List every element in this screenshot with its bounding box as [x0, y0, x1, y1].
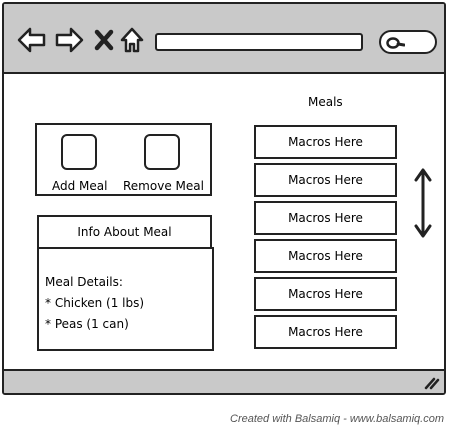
- add-meal-button[interactable]: [61, 134, 97, 170]
- meal-info-title: Info About Meal: [77, 225, 172, 239]
- search-icon: [386, 37, 405, 49]
- meal-actions-panel: Add Meal Remove Meal: [35, 123, 212, 196]
- meal-list-item-label: Macros Here: [288, 249, 363, 263]
- remove-meal-label: Remove Meal: [123, 179, 204, 193]
- meal-details-heading: Meal Details:: [45, 275, 123, 289]
- meal-list-item[interactable]: Macros Here: [254, 315, 397, 349]
- meal-info-header: Info About Meal: [37, 215, 212, 249]
- meal-list-item[interactable]: Macros Here: [254, 239, 397, 273]
- meal-list-item[interactable]: Macros Here: [254, 163, 397, 197]
- meal-list-item-label: Macros Here: [288, 173, 363, 187]
- meal-list-item-label: Macros Here: [288, 211, 363, 225]
- meal-detail-item: * Peas (1 can): [45, 317, 129, 331]
- meal-detail-item: * Chicken (1 lbs): [45, 296, 145, 310]
- meal-details-box: Meal Details: * Chicken (1 lbs) * Peas (…: [37, 247, 214, 351]
- close-icon[interactable]: [94, 29, 114, 51]
- back-arrow-icon[interactable]: [17, 27, 47, 53]
- search-field[interactable]: [379, 30, 437, 54]
- home-icon[interactable]: [119, 26, 145, 54]
- forward-arrow-icon[interactable]: [54, 27, 84, 53]
- meal-list-item-label: Macros Here: [288, 325, 363, 339]
- meals-title: Meals: [308, 95, 343, 109]
- resize-grip-icon[interactable]: [424, 376, 440, 390]
- browser-window: Add Meal Remove Meal Info About Meal Mea…: [2, 2, 446, 395]
- meal-list-item[interactable]: Macros Here: [254, 277, 397, 311]
- add-meal-label: Add Meal: [52, 179, 108, 193]
- address-bar[interactable]: [155, 33, 363, 51]
- meal-list-item[interactable]: Macros Here: [254, 125, 397, 159]
- meal-list-item-label: Macros Here: [288, 287, 363, 301]
- balsamiq-credit: Created with Balsamiq - www.balsamiq.com: [230, 413, 444, 425]
- status-bar: [4, 369, 444, 393]
- browser-toolbar: [4, 4, 444, 74]
- remove-meal-button[interactable]: [144, 134, 180, 170]
- vertical-double-arrow-icon[interactable]: [413, 167, 433, 239]
- meal-list-item[interactable]: Macros Here: [254, 201, 397, 235]
- meal-list-item-label: Macros Here: [288, 135, 363, 149]
